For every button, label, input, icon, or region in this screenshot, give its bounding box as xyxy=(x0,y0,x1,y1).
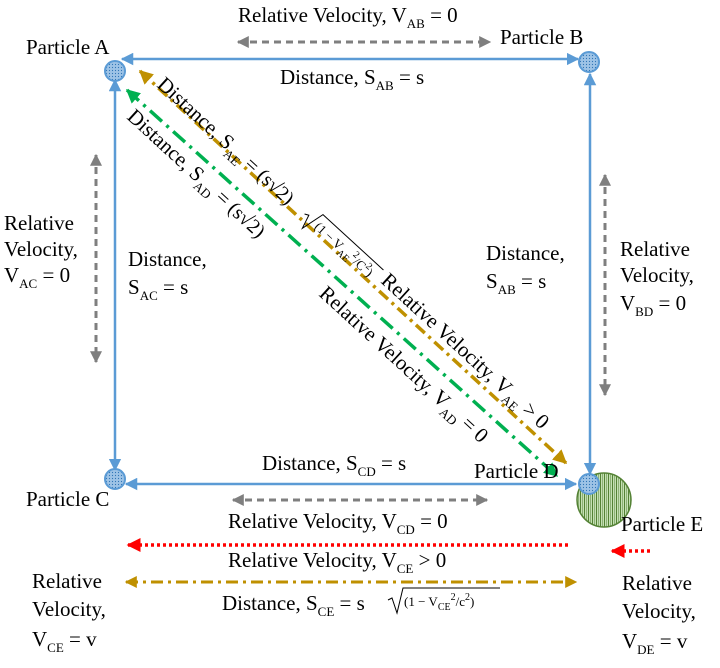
s-ce-formula: Distance, SCE = s (1 − VCE2/c2) xyxy=(222,587,500,619)
v-cd-label: Relative Velocity, VCD = 0 xyxy=(228,509,448,537)
particle-b-dot xyxy=(578,51,600,73)
particle-d-dot xyxy=(578,473,600,495)
particle-d-label: Particle D xyxy=(474,459,559,483)
particle-c-label: Particle C xyxy=(26,487,109,511)
s-cd-label: Distance, SCD = s xyxy=(262,451,406,479)
particle-e-label: Particle E xyxy=(621,512,703,536)
v-ac-label: Relative Velocity, VAC = 0 xyxy=(4,211,83,291)
particle-a-label: Particle A xyxy=(26,35,110,59)
v-bd-label: Relative Velocity, VBD = 0 xyxy=(620,237,699,319)
s-ad-arrow xyxy=(125,88,559,478)
s-ab-top-label: Distance, SAB = s xyxy=(280,65,424,93)
svg-text:Distance, SCE = s: Distance, SCE = s xyxy=(222,591,365,619)
v-ab-label: Relative Velocity, VAB = 0 xyxy=(238,3,458,31)
s-ab-right-label: Distance, SAB = s xyxy=(486,241,570,297)
particle-c-dot xyxy=(104,468,126,490)
svg-text:(1 − VAE2/C2): (1 − VAE2/C2) xyxy=(309,217,378,282)
particle-a-dot xyxy=(104,60,126,82)
svg-text:(1 − VCE2/c2): (1 − VCE2/c2) xyxy=(404,592,474,613)
v-ce-mid-label: Relative Velocity, VCE > 0 xyxy=(228,548,446,576)
v-ce-left-label: Relative Velocity, VCE = v xyxy=(32,569,111,655)
v-de-label: Relative Velocity, VDE = v xyxy=(622,571,701,657)
particle-b-label: Particle B xyxy=(500,25,583,49)
s-ac-label: Distance, SAC = s xyxy=(128,247,212,303)
